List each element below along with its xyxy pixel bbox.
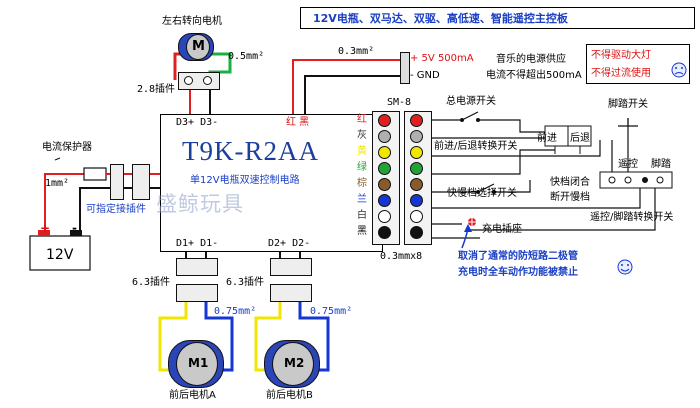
board-subtitle: 单12V电瓶双速控制电路 <box>190 175 300 186</box>
d1-plug-top <box>176 258 218 276</box>
title-box: 12V电瓶、双马达、双驱、高低速、智能遥控主控板 <box>300 7 695 29</box>
replaceable-plug-label: 可指定接插件 <box>86 204 146 215</box>
remote-label: 遥控 <box>618 159 638 170</box>
sm8-pin <box>378 114 391 127</box>
sm8-pin <box>410 194 423 207</box>
slow-open-label: 断开慢档 <box>550 192 590 203</box>
sm8-gauge: 0.3mmx8 <box>380 251 423 262</box>
sm8-pin <box>410 130 423 143</box>
d2-wire-size: 0.75mm² <box>310 306 353 317</box>
fwd-rev-switch-label: 前进/后退转换开关 <box>434 141 518 152</box>
charge-socket-label: 充电插座 <box>482 224 522 235</box>
sm8-pin <box>378 210 391 223</box>
motor-m2-caption: 前后电机B <box>266 390 313 401</box>
sm8-pin <box>378 130 391 143</box>
d1-plug-label: 6.3插件 <box>132 277 171 288</box>
plug-28-pin <box>203 76 212 85</box>
battery-plus: + <box>40 221 51 235</box>
sm8-pin <box>378 226 391 239</box>
sm8-pin <box>410 210 423 223</box>
board-connector <box>132 164 150 200</box>
d2-plug-label: 6.3插件 <box>226 277 265 288</box>
plug-28-pin <box>184 76 193 85</box>
remote-pedal-switch-label: 遥控/脚踏转换开关 <box>590 212 674 223</box>
battery-minus: - <box>72 221 77 235</box>
steering-motor-label: 左右转向电机 <box>162 16 222 27</box>
sm8-pin-label: 绿 <box>357 162 367 173</box>
sm8-pin <box>410 146 423 159</box>
reverse-label: 后退 <box>570 133 590 144</box>
sm8-pin <box>378 146 391 159</box>
sm8-pin <box>410 178 423 191</box>
motor-m1-caption: 前后电机A <box>169 390 216 401</box>
d2-plug-top <box>270 258 312 276</box>
power-5v-label: + 5V 500mA <box>410 53 474 64</box>
d3-labels: D3+ D3- <box>176 117 219 128</box>
sm8-pin <box>378 162 391 175</box>
sm8-pin <box>410 162 423 175</box>
motor-m1-face <box>176 342 218 386</box>
d2-plug-bottom <box>270 284 312 302</box>
battery-connector <box>110 164 124 200</box>
sm8-pin-label: 灰 <box>357 130 367 141</box>
fast-closed-label: 快档闭合 <box>550 177 590 188</box>
sm8-pin-label: 兰 <box>357 194 367 205</box>
diode-note: 取消了通常的防短路二极管 <box>458 251 578 262</box>
sm8-pin-label: 白 <box>357 210 367 221</box>
d1-wire-size: 0.75mm² <box>214 306 257 317</box>
sm8-pin <box>410 226 423 239</box>
protector-wire-size: 1mm² <box>45 178 70 189</box>
warning-line-2: 不得过流使用 <box>591 68 651 79</box>
protector-label: 电流保护器 <box>42 142 92 153</box>
controller-board <box>160 114 383 252</box>
page-title: 12V电瓶、双马达、双驱、高低速、智能遥控主控板 <box>313 12 568 25</box>
warning-box: 不得驱动大灯 不得过流使用 <box>586 44 690 84</box>
battery-label: 12V <box>46 247 74 263</box>
motor-m2-symbol: M2 <box>284 356 305 370</box>
warning-line-1: 不得驱动大灯 <box>591 50 651 61</box>
steering-motor-face <box>186 34 210 60</box>
music-power-note: 音乐的电源供应 <box>496 54 566 65</box>
d2-labels: D2+ D2- <box>268 238 311 249</box>
sm8-pin <box>410 114 423 127</box>
sm8-pin-label: 黑 <box>357 226 367 237</box>
foot-switch-label: 脚踏开关 <box>608 99 648 110</box>
pedal-label: 脚踏 <box>651 159 671 170</box>
sm8-pin-label: 红 <box>357 114 367 125</box>
motor-m2-face <box>272 342 314 386</box>
board-model: T9K-R2AA <box>182 136 319 166</box>
sm8-pin <box>378 178 391 191</box>
forward-label: 前进 <box>537 133 557 144</box>
sm8-name: SM-8 <box>387 97 412 108</box>
motor-m1-symbol: M1 <box>188 356 209 370</box>
d1-labels: D1+ D1- <box>176 238 219 249</box>
sm8-pin-label: 黄 <box>357 146 367 157</box>
watermark: 盛鲸玩具 <box>156 192 244 216</box>
d1-plug-bottom <box>176 284 218 302</box>
current-limit-note: 电流不得超出500mA <box>486 70 582 81</box>
steering-motor-symbol: M <box>192 39 205 54</box>
charge-note: 充电时全车动作功能被禁止 <box>458 267 578 278</box>
speed-select-label: 快慢档选择开关 <box>447 188 517 199</box>
plug-28-label: 2.8插件 <box>137 84 176 95</box>
power-wire-size: 0.3mm² <box>338 46 375 57</box>
main-power-switch-label: 总电源开关 <box>446 96 496 107</box>
sm8-pin-label: 棕 <box>357 178 367 189</box>
power-gnd-label: - GND <box>410 70 440 81</box>
power-terminal <box>400 52 410 84</box>
steering-wire-size: 0.5mm² <box>228 51 265 62</box>
power-red-black-label: 红 黑 <box>286 117 310 128</box>
sm8-pin <box>378 194 391 207</box>
